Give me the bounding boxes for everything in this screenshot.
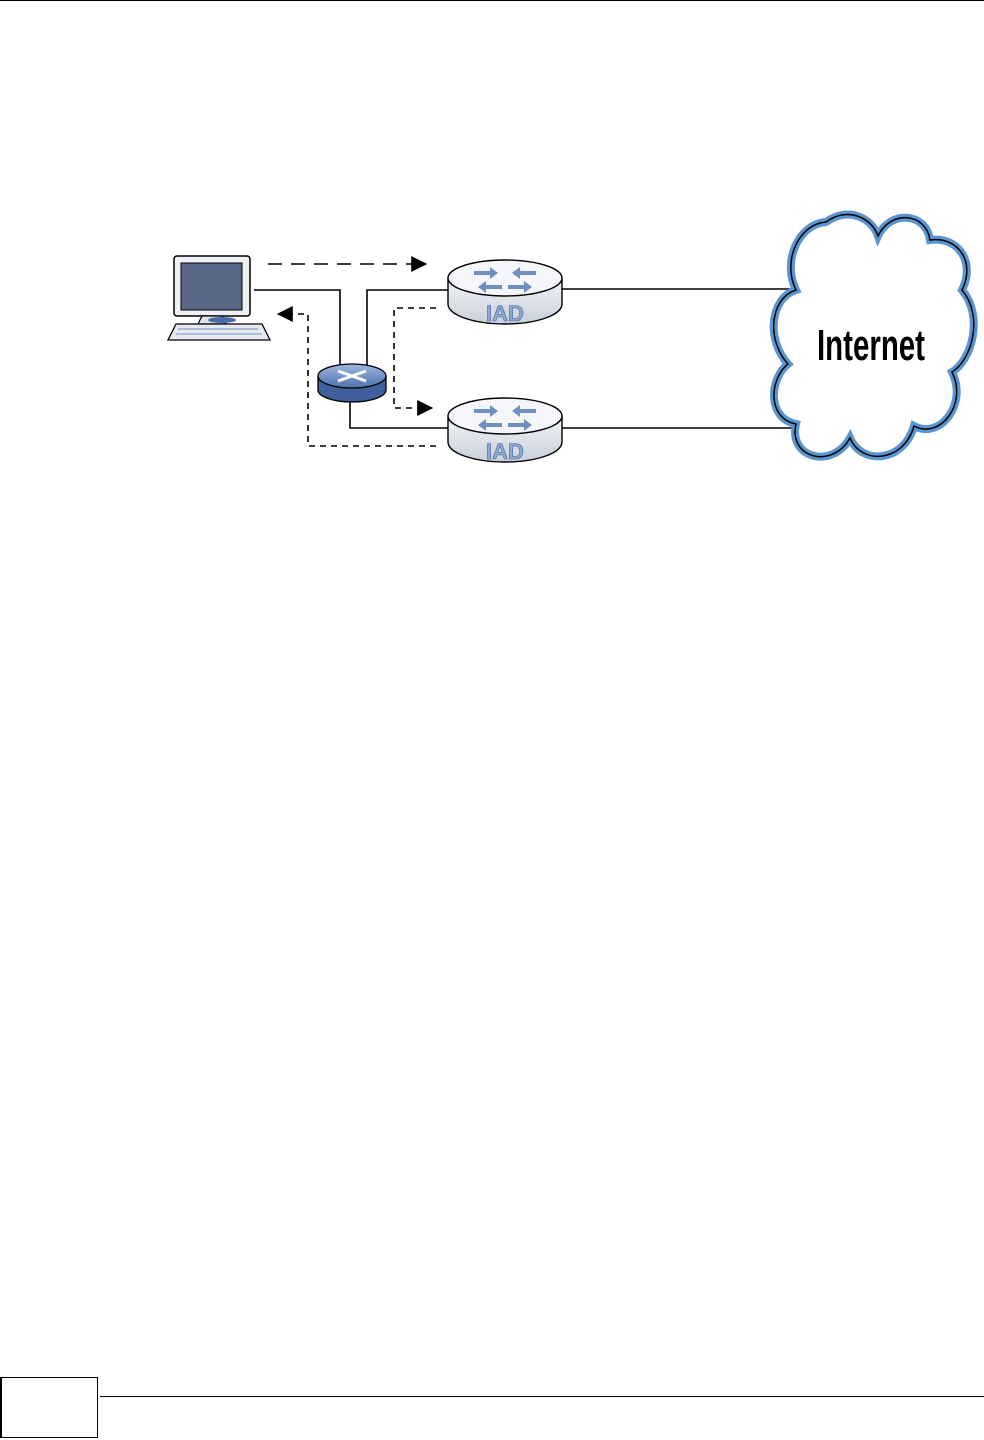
- traffic-flow-arrows: [268, 264, 436, 446]
- switch-to-router-top-line: [367, 290, 448, 372]
- router-bottom-icon: IAD: [448, 398, 562, 464]
- page-number-box: [0, 1377, 98, 1438]
- network-diagram: IAD IAD Internet: [0, 0, 984, 520]
- internet-label: Internet: [817, 321, 925, 370]
- router-bottom-label: IAD: [486, 439, 524, 464]
- footer-rule: [100, 1396, 984, 1397]
- router-top-icon: IAD: [448, 260, 562, 326]
- router-top-label: IAD: [486, 301, 524, 326]
- desktop-computer-icon: [168, 256, 270, 340]
- pc-to-switch-line: [254, 290, 340, 372]
- switch-icon: [318, 364, 386, 402]
- internet-cloud-icon: Internet: [774, 215, 974, 457]
- redirect-arrow: [394, 308, 436, 408]
